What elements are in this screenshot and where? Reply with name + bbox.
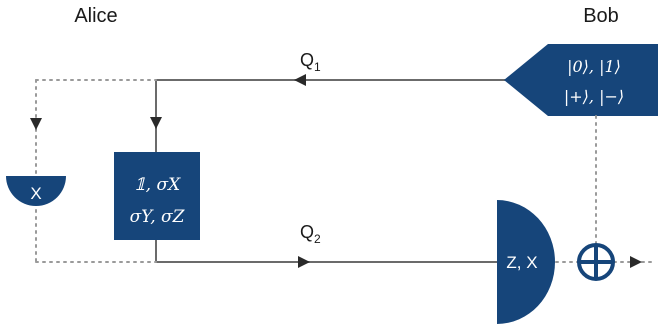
bob-state-source (504, 44, 658, 116)
xor-icon (577, 243, 615, 281)
alice-down-arrow-icon (30, 118, 42, 130)
q1-down-arrow-icon (150, 117, 162, 129)
output-arrow-icon (630, 256, 642, 268)
bob-measurement-zx (497, 200, 555, 324)
unitary-line-2: σY, σZ (130, 207, 186, 227)
bob-label: Bob (583, 5, 619, 27)
q2-arrow-icon (298, 256, 310, 268)
alice-measurement-label: X (30, 184, 41, 203)
q1-arrow-icon (294, 74, 306, 86)
unitary-line-1: 𝟙, σX (134, 175, 181, 195)
alice-measurement-x (6, 176, 66, 206)
source-states-line-1: |0⟩, |1⟩ (567, 57, 621, 76)
bob-measurement-label: Z, X (506, 253, 537, 272)
unitary-box (114, 152, 200, 240)
channel-q1-label: Q1 (300, 50, 321, 74)
channel-q2-label: Q2 (300, 222, 321, 246)
alice-label: Alice (74, 5, 117, 27)
source-states-line-2: |+⟩, |−⟩ (564, 87, 624, 106)
